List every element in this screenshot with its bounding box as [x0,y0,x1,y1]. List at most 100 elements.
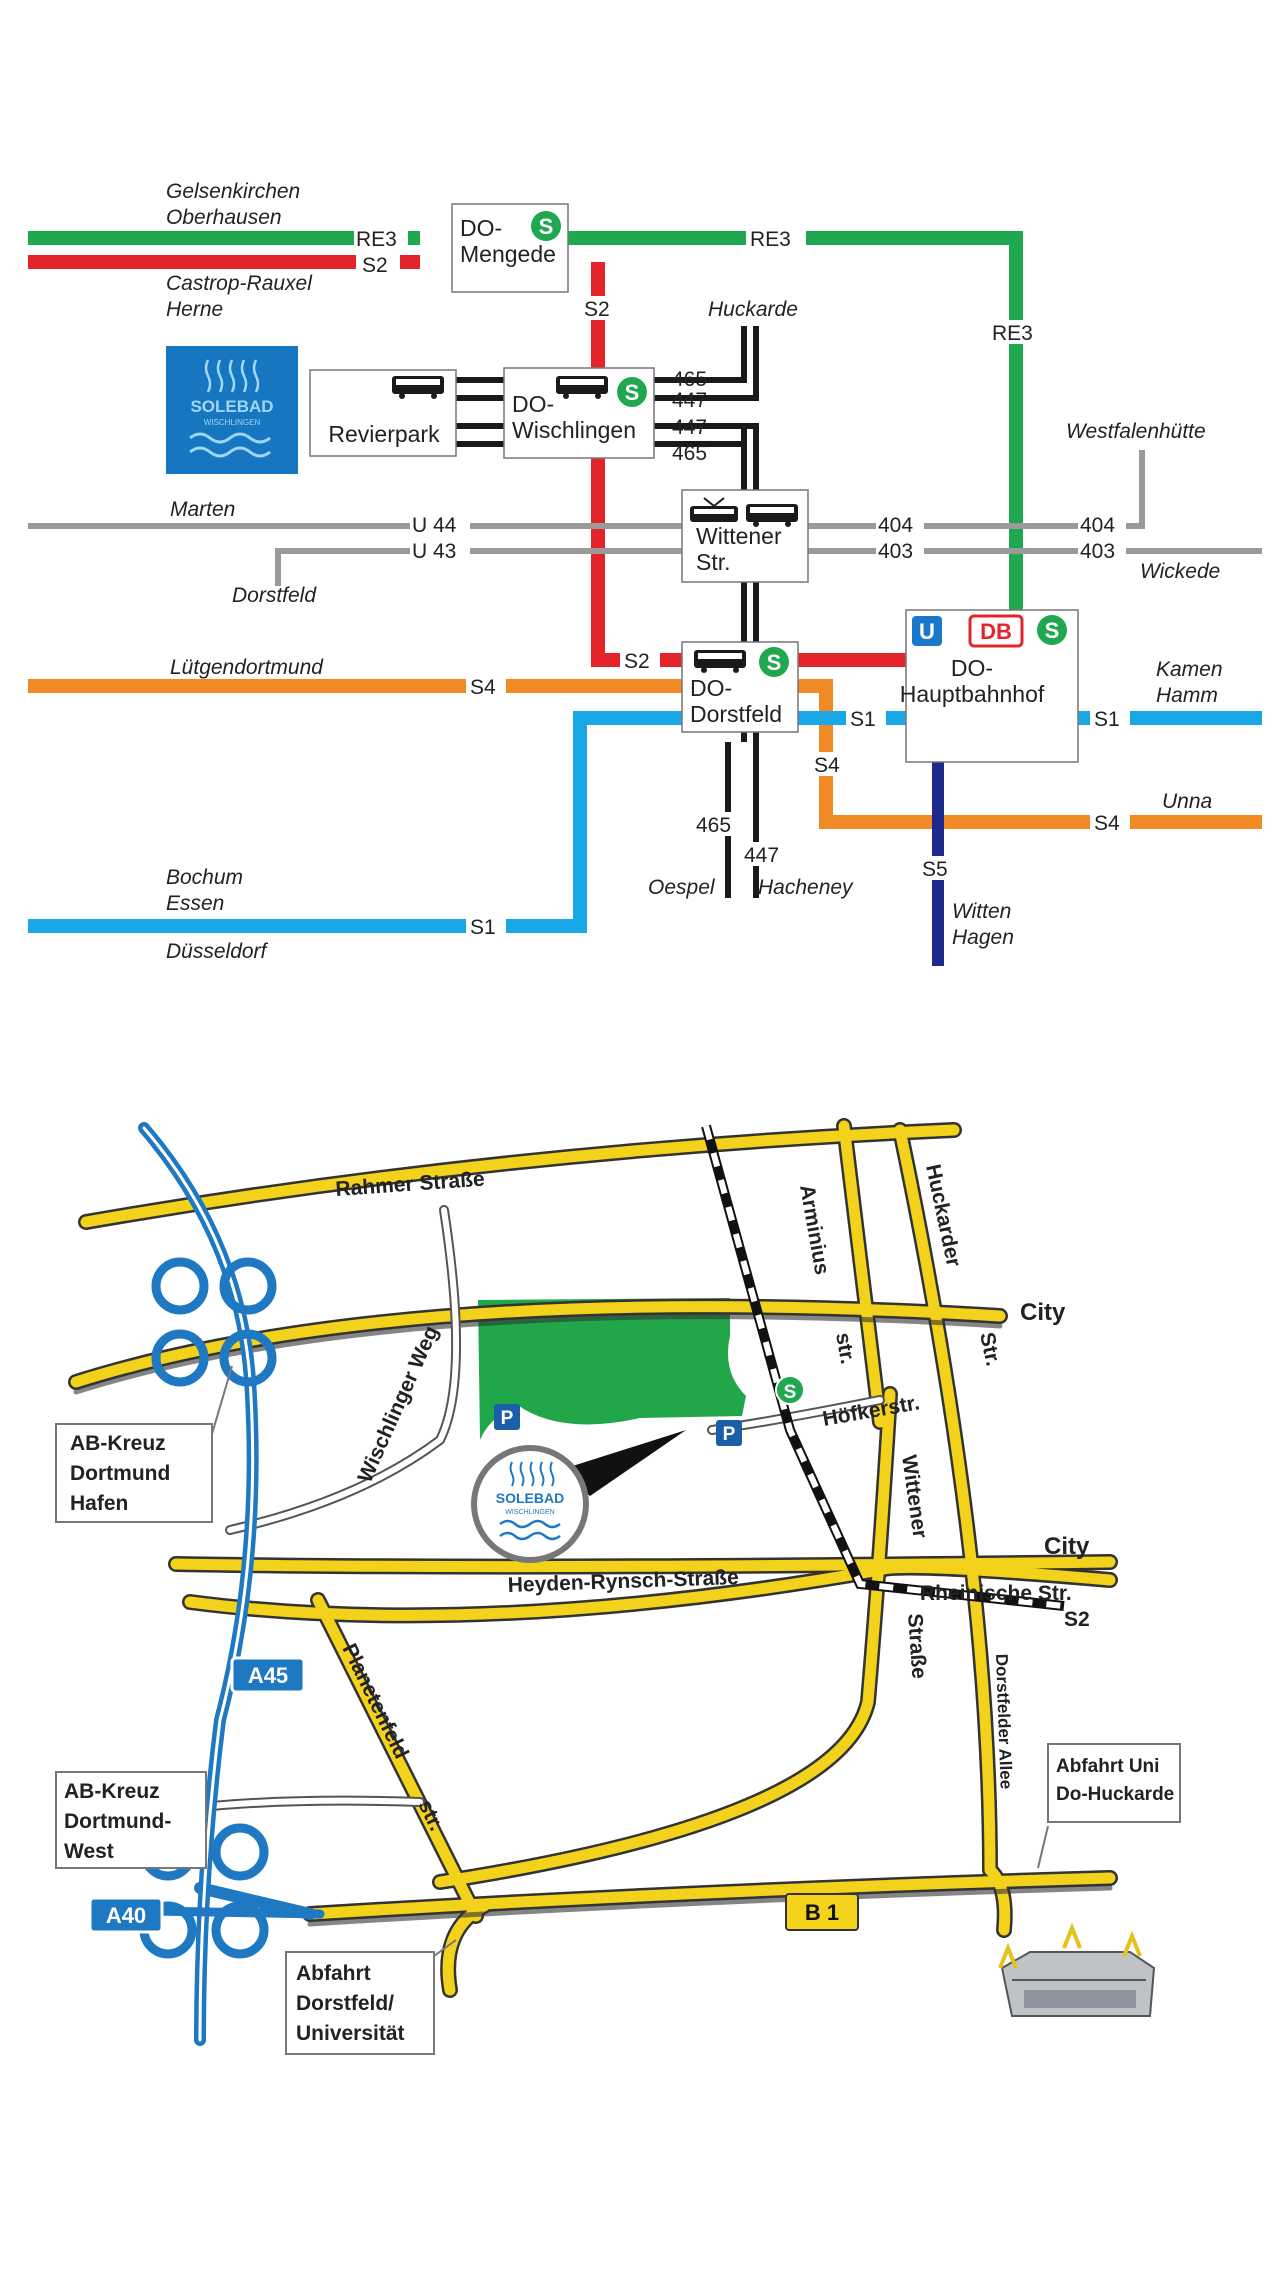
station-name-wischlingen: DO-Wischlingen [512,391,636,443]
line-label-s1: S1 [850,708,876,731]
railway [701,1124,1065,1611]
line-label-s4: S4 [470,676,496,699]
road-label-arminius: Arminius [795,1183,833,1277]
svg-text:A45: A45 [248,1663,288,1688]
line-label-s2: S2 [362,254,388,277]
svg-text:B 1: B 1 [805,1900,839,1925]
line-s2 [28,255,906,667]
place-huckarde: Huckarde [708,298,798,321]
logo-sub: WISCHLINGEN [204,418,261,427]
line-label-re3: RE3 [992,322,1033,345]
tram-label-404: 404 [1080,514,1115,537]
line-label-s2: S2 [624,650,650,673]
road-label-rahmer: Rahmer Straße [335,1168,486,1201]
solebad-round-logo: SOLEBAD WISCHLINGEN [471,1445,589,1563]
db-badge-hbf: DB [968,614,1024,648]
place-oespel: Oespel [648,876,716,899]
svg-text:DB: DB [980,619,1012,644]
tram-icon [690,497,738,522]
svg-text:P: P [501,1408,514,1429]
stadium-icon [998,1922,1156,2017]
svg-text:S: S [767,650,782,675]
s-badge-mengede: S [531,211,561,241]
svg-text:S: S [539,214,554,239]
bus-label-465: 465 [672,442,707,465]
s-badge-dorstfeld: S [759,647,789,677]
s-station-icon: S [775,1375,805,1405]
place-hacheney: Hacheney [758,876,854,899]
road-label-wittener: Wittener [897,1453,931,1539]
place-unna: Unna [1162,790,1212,813]
road-label-city: City [1020,1299,1066,1326]
station-name-dorstfeld: DO-Dorstfeld [690,675,782,727]
tram-label-u43: U 43 [412,540,456,563]
solebad-pointer [560,1430,686,1496]
place-luetgendortmund: Lütgendortmund [170,656,324,679]
line-tram-u43 [275,548,1262,586]
station-name-revierpark: Revierpark [328,421,440,447]
svg-text:A40: A40 [106,1903,146,1928]
station-name-mengede: DO-Mengede [460,215,556,267]
line-label-re3: RE3 [750,228,791,251]
line-label-s4: S4 [814,754,840,777]
place-marten: Marten [170,498,235,521]
road-label-dorstfelder: Dorstfelder Allee [992,1653,1016,1789]
place-westfalenhuette: Westfalenhütte [1066,420,1206,443]
bus-label-465: 465 [696,814,731,837]
solebad-logo: SOLEBAD WISCHLINGEN [166,346,298,474]
parking-icon: P [716,1420,742,1446]
round-logo-sub: WISCHLINGEN [505,1509,554,1516]
bus-icon [746,504,798,527]
line-label-s1: S1 [470,916,496,939]
a40-shield: A40 [88,1896,164,1934]
svg-text:U: U [919,619,935,644]
s-badge-wischlingen: S [617,377,647,407]
b1-shield: B 1 [785,1893,859,1931]
transit-map: S S S S U DB [28,180,1262,966]
line-label-group: RE3 S2 RE3 RE3 S2 S2 465 447 447 465 U 4… [354,226,1130,939]
u-badge-hbf: U [912,616,942,646]
bus-label-465: 465 [672,368,707,391]
place-duesseldorf: Düsseldorf [166,940,269,963]
bus-icon [392,376,444,399]
bus-label-447: 447 [672,416,707,439]
road-label-huckarder-str: Str. [975,1330,1005,1368]
line-tram-u44 [28,450,1145,529]
tram-label-404: 404 [878,514,913,537]
line-label-s1: S1 [1094,708,1120,731]
place-dorstfeld: Dorstfeld [232,584,317,607]
line-label-s4: S4 [1094,812,1120,835]
line-label-re3: RE3 [356,228,397,251]
svg-text:S: S [784,1382,797,1403]
road-label-planeten: Planetenfeld [338,1640,413,1762]
road-label-strasse: Straße [903,1613,931,1680]
bus-label-447: 447 [672,389,707,412]
parking-icon: P [494,1404,520,1430]
place-wickede: Wickede [1140,560,1220,583]
logo-brand: SOLEBAD [190,397,273,416]
s-badge-hbf: S [1037,615,1067,645]
tram-label-u44: U 44 [412,514,457,537]
round-logo-brand: SOLEBAD [496,1490,564,1506]
road-label-city-mid: City [1044,1533,1090,1560]
road-label-rheinische: Rheinische Str. [920,1582,1072,1605]
road-label-s2: S2 [1064,1608,1090,1631]
road-network [68,1118,1118,1998]
svg-text:S: S [1045,618,1060,643]
line-label-s2: S2 [584,298,610,321]
